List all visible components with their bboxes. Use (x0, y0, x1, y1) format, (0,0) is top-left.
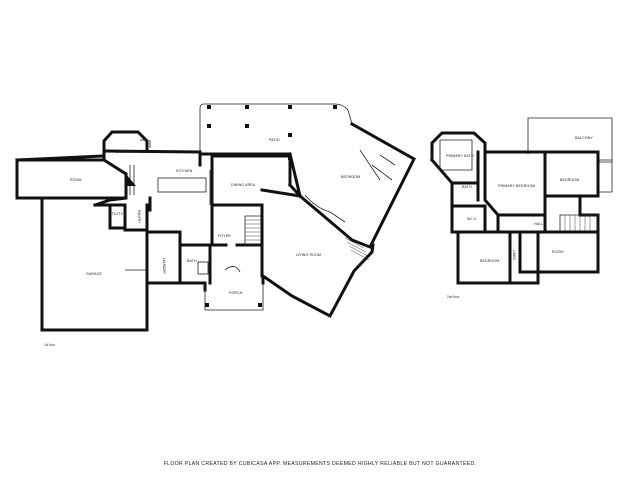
label-kitchen: KITCHEN (176, 169, 193, 173)
foyer-walls (208, 203, 264, 247)
bedroom-walls (287, 121, 416, 249)
label-laundry: LAUNDRY (162, 258, 166, 275)
nook-window (140, 139, 151, 148)
kitchen-island (157, 177, 207, 193)
label-bedroom-upper: BEDROOM (560, 178, 579, 182)
label-balcony: BALCONY (575, 136, 593, 140)
kitchen-walls (93, 149, 214, 212)
floor-label-first: 1st floor (44, 343, 56, 347)
foyer-stairs (244, 215, 263, 246)
porch-pillar (258, 303, 262, 307)
first-floor-plan: PATIO BREAKFAST NOOK KITCHEN ROOM DINING… (15, 103, 416, 347)
garage-walls (40, 196, 149, 332)
label-breakfast-nook: BREAKFAST NOOK (116, 150, 151, 154)
room-second-walls (536, 230, 600, 274)
second-floor-plan: PRIMARY BATH BATH PRIMARY BEDROOM BEDROO… (429, 117, 613, 299)
label-hall: HALL (534, 222, 543, 226)
patio-pillar (207, 105, 211, 109)
dining-area-walls (210, 154, 292, 207)
label-room-upper: ROOM (552, 250, 564, 254)
label-linen: LINEN (512, 250, 516, 261)
label-bedroom-lower: BEDROOM (480, 259, 499, 263)
label-utility: UTILITY (109, 212, 124, 216)
living-room-stairs (344, 237, 370, 261)
label-pantry: PANTRY (137, 210, 141, 224)
laundry-bath-walls (145, 230, 212, 285)
kitchen-corner-fixture (126, 174, 136, 186)
label-garage: GARAGE (86, 272, 102, 276)
floor-label-second: 2nd floor (447, 295, 460, 299)
exterior-walls-second-floor (429, 150, 600, 285)
label-primary-bath: PRIMARY BATH (446, 154, 474, 158)
bath-walls (450, 150, 480, 202)
label-porch: PORCH (229, 291, 243, 295)
patio-outline (199, 103, 353, 160)
label-wic: W.I.C. (467, 217, 477, 221)
porch-pillar (205, 303, 209, 307)
upper-stairs (559, 214, 599, 233)
label-living-room: LIVING ROOM (296, 253, 321, 257)
utility-walls (93, 203, 152, 232)
patio-pillar (245, 124, 249, 128)
breakfast-nook-walls (102, 130, 149, 153)
label-foyer: FOYER (218, 234, 231, 238)
label-patio: PATIO (269, 138, 280, 142)
patio-pillar (288, 105, 292, 109)
bedroom-closet (359, 149, 396, 181)
label-room: ROOM (70, 178, 82, 182)
label-bath-upper: BATH (462, 185, 472, 189)
bedroom-bottom-walls (456, 230, 512, 285)
patio-pillar (333, 105, 337, 109)
label-dining-area: DINING AREA (231, 183, 256, 187)
living-room-walls (260, 188, 302, 278)
patio-pillar (207, 124, 211, 128)
porch-outline (204, 283, 264, 311)
label-bath: BATH (187, 259, 197, 263)
patio-pillar (288, 133, 292, 137)
label-primary-bedroom: PRIMARY BEDROOM (498, 184, 535, 188)
primary-bath-tub (439, 139, 473, 171)
balcony-outline (527, 117, 613, 193)
primary-bath-walls (430, 131, 487, 162)
primary-bedroom-walls (483, 150, 547, 218)
balcony-rail (598, 159, 612, 163)
linen-walls (508, 230, 540, 274)
bedroom-door (304, 194, 346, 223)
footer-disclaimer: FLOOR PLAN CREATED BY CUBICASA APP. MEAS… (164, 461, 477, 467)
patio-pillar (245, 105, 249, 109)
front-door (224, 266, 241, 273)
bath-fixture (197, 261, 209, 275)
label-bedroom: BEDROOM (341, 175, 360, 179)
